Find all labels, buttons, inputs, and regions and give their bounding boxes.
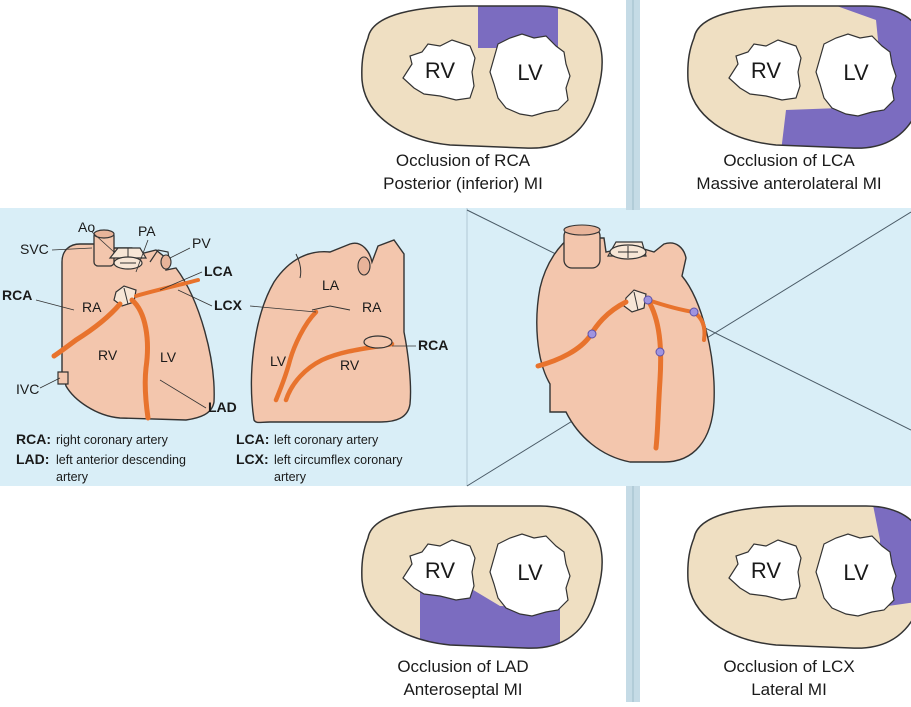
svg-text:LCX:: LCX: — [236, 451, 269, 467]
lv-cavity — [815, 33, 897, 117]
anterior-heart-illustration: Ao SVC PA PV LCA RCA RA LCX RV LV IVC LA… — [2, 219, 243, 421]
rv-cavity — [402, 539, 476, 601]
lv-label: LV — [517, 560, 543, 585]
lcx-artery — [134, 278, 200, 298]
rv-label: RV — [425, 58, 455, 83]
label-la: LA — [322, 277, 340, 293]
label-lv: LV — [270, 353, 287, 369]
panel-lad-occlusion: RV LV Occlusion of LAD Anteroseptal MI — [361, 505, 603, 699]
occlusion-point-lcx — [689, 307, 699, 317]
lv-label: LV — [843, 60, 869, 85]
ivc-vessel — [57, 371, 69, 385]
legend-lcx-abbr: LCX: — [236, 451, 269, 467]
caption-subtitle: Massive anterolateral MI — [696, 174, 881, 193]
legend-lcx-text2: artery — [274, 470, 307, 484]
label-rv: RV — [340, 357, 360, 373]
lv-cavity — [815, 533, 897, 617]
lad-artery — [129, 297, 151, 421]
lv-label: LV — [517, 60, 543, 85]
label-svc: SVC — [20, 241, 49, 257]
legend-lad-abbr: LAD: — [16, 451, 49, 467]
lv-cavity — [489, 33, 571, 117]
lad-artery — [645, 297, 664, 451]
lv-cavity — [489, 533, 571, 617]
label-lad: LAD — [208, 399, 237, 415]
label-lv: LV — [160, 349, 177, 365]
posterior-heart-illustration: LA RA LV RV RCA — [249, 239, 448, 424]
label-lca: LCA — [204, 263, 233, 279]
heart-body — [536, 235, 715, 463]
occlusion-point-lca — [643, 295, 653, 305]
label-rca: RCA — [2, 287, 32, 303]
caption-title: Occlusion of LAD — [397, 657, 528, 676]
rv-cavity — [728, 39, 802, 101]
lcx-artery — [273, 309, 319, 403]
occlusion-point-rca — [587, 329, 597, 339]
heart-body — [250, 239, 412, 424]
rv-label: RV — [751, 558, 781, 583]
rv-label: RV — [751, 58, 781, 83]
label-ra: RA — [362, 299, 382, 315]
svg-text:RCA:: RCA: — [16, 431, 51, 447]
lv-label: LV — [843, 560, 869, 585]
label-lcx: LCX — [214, 297, 243, 313]
label-rv: RV — [98, 347, 118, 363]
svg-text:LCA:: LCA: — [236, 431, 269, 447]
label-rca: RCA — [418, 337, 448, 353]
infarct-zone — [780, 6, 911, 149]
abbreviation-legend: RCA: right coronary artery LAD: left ant… — [16, 431, 403, 484]
central-heart-illustration — [535, 224, 715, 463]
caption-subtitle: Posterior (inferior) MI — [383, 174, 543, 193]
label-pv: PV — [192, 235, 211, 251]
label-pa: PA — [138, 223, 156, 239]
legend-rca-abbr: RCA: — [16, 431, 51, 447]
heart-body — [61, 243, 215, 421]
legend-rca-text: right coronary artery — [56, 433, 169, 447]
label-ra: RA — [82, 299, 102, 315]
label-ivc: IVC — [16, 381, 39, 397]
panel-lcx-occlusion: RV LV Occlusion of LCX Lateral MI — [687, 505, 911, 699]
caption-title: Occlusion of LCX — [723, 657, 854, 676]
panel-lca-occlusion: RV LV Occlusion of LCA Massive anterolat… — [687, 5, 911, 193]
legend-lad-text1: left anterior descending — [56, 453, 186, 467]
rca-artery — [51, 301, 123, 359]
occlusion-point-lad — [655, 347, 665, 357]
legend-lad-text2: artery — [56, 470, 89, 484]
svg-text:LAD:: LAD: — [16, 451, 49, 467]
caption-title: Occlusion of RCA — [396, 151, 531, 170]
legend-lca-abbr: LCA: — [236, 431, 269, 447]
caption-title: Occlusion of LCA — [723, 151, 855, 170]
rv-label: RV — [425, 558, 455, 583]
infarct-zone — [420, 588, 560, 649]
panel-rca-occlusion: RV LV Occlusion of RCA Posterior (inferi… — [361, 5, 603, 193]
legend-lca-text: left coronary artery — [274, 433, 379, 447]
rv-cavity — [728, 539, 802, 601]
caption-subtitle: Anteroseptal MI — [403, 680, 522, 699]
legend-lcx-text1: left circumflex coronary — [274, 453, 403, 467]
label-ao: Ao — [78, 219, 95, 235]
rv-cavity — [402, 39, 476, 101]
caption-subtitle: Lateral MI — [751, 680, 827, 699]
